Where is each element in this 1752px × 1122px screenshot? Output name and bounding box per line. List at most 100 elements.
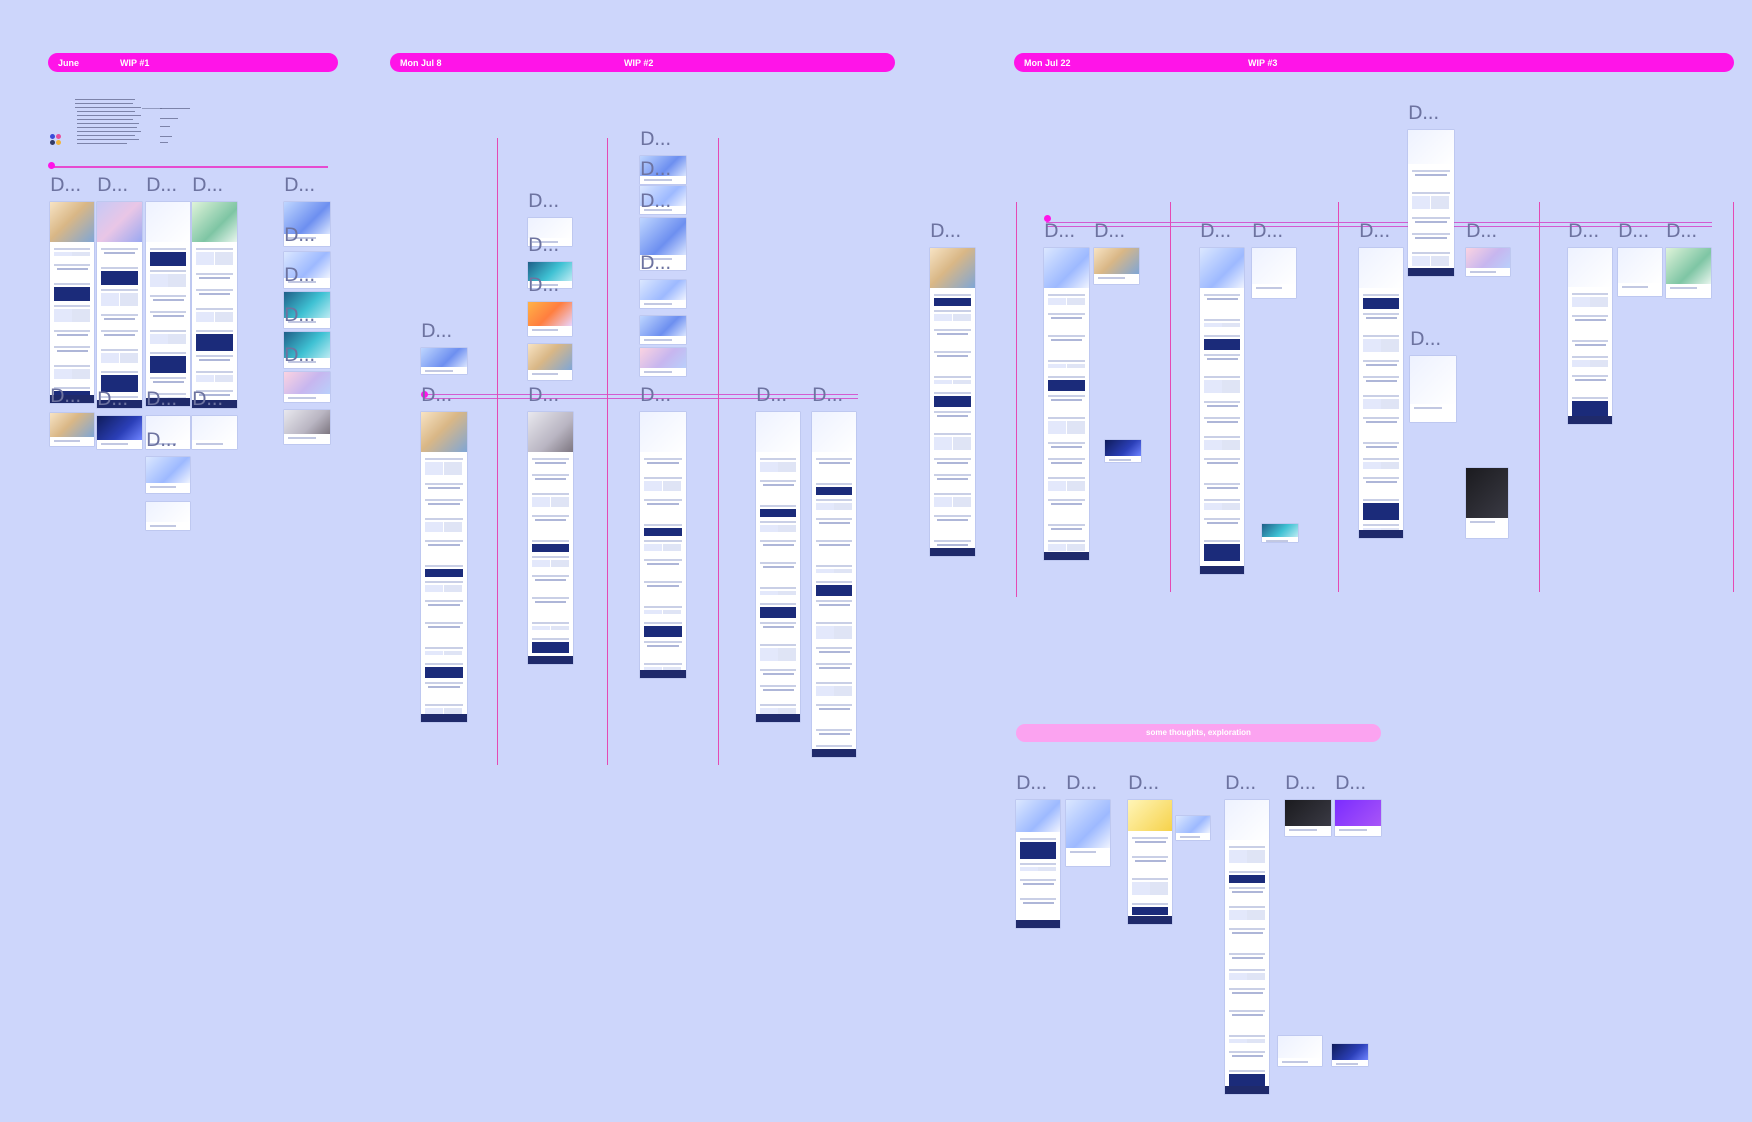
frame-label[interactable]: D... [284,224,315,246]
design-frame[interactable] [640,348,686,376]
design-frame[interactable] [1200,248,1244,574]
design-frame[interactable] [192,202,237,408]
design-frame[interactable] [1466,468,1508,538]
section-bar-jul-22[interactable]: Mon Jul 22 WIP #3 [1014,53,1734,72]
frame-label[interactable]: D... [50,174,81,196]
notes-block[interactable] [50,98,197,148]
frame-label[interactable]: D... [146,429,177,451]
frame-label[interactable]: D... [284,304,315,326]
design-frame[interactable] [812,412,856,757]
design-frame[interactable] [146,502,190,530]
design-frame[interactable] [97,202,142,408]
design-frame[interactable] [1618,248,1662,296]
design-frame[interactable] [1335,800,1381,836]
design-frame[interactable] [1466,248,1510,276]
design-frame[interactable] [640,218,686,270]
frame-label[interactable]: D... [1200,220,1231,242]
section-bar-jul-8[interactable]: Mon Jul 8 WIP #2 [390,53,895,72]
design-frame[interactable] [146,416,190,449]
frame-label[interactable]: D... [284,344,315,366]
design-frame[interactable] [284,332,330,368]
frame-label[interactable]: D... [1410,328,1441,350]
design-frame[interactable] [640,412,686,678]
frame-label[interactable]: D... [1618,220,1649,242]
frame-label[interactable]: D... [640,128,671,150]
frame-label[interactable]: D... [528,234,559,256]
section-bar-june[interactable]: June WIP #1 [48,53,338,72]
frame-label[interactable]: D... [640,190,671,212]
design-frame[interactable] [528,344,572,380]
design-frame[interactable] [640,316,686,344]
frame-label[interactable]: D... [930,220,961,242]
frame-label[interactable]: D... [528,274,559,296]
frame-label[interactable]: D... [421,384,452,406]
frame-label[interactable]: D... [1128,772,1159,794]
frame-label[interactable]: D... [640,252,671,274]
design-frame[interactable] [1225,800,1269,1094]
frame-label[interactable]: D... [192,174,223,196]
design-frame[interactable] [640,280,686,308]
frame-label[interactable]: D... [421,320,452,342]
design-frame[interactable] [284,372,330,402]
design-frame[interactable] [1044,248,1089,560]
frame-label[interactable]: D... [1252,220,1283,242]
frame-label[interactable]: D... [1066,772,1097,794]
design-frame[interactable] [192,416,237,449]
design-frame[interactable] [284,202,330,246]
frame-label[interactable]: D... [812,384,843,406]
design-frame[interactable] [528,218,572,246]
frame-label[interactable]: D... [1094,220,1125,242]
design-frame[interactable] [284,252,330,288]
design-frame[interactable] [1285,800,1331,836]
design-frame[interactable] [640,186,686,214]
design-frame[interactable] [1410,356,1456,422]
frame-label[interactable]: D... [1335,772,1366,794]
frame-label[interactable]: D... [97,388,128,410]
frame-label[interactable]: D... [1225,772,1256,794]
frame-label[interactable]: D... [1466,220,1497,242]
design-frame[interactable] [1278,1036,1322,1066]
frame-label[interactable]: D... [1568,220,1599,242]
frame-label[interactable]: D... [97,174,128,196]
design-frame[interactable] [50,202,94,403]
design-frame[interactable] [146,202,190,406]
design-frame[interactable] [640,156,686,184]
design-frame[interactable] [50,413,94,446]
frame-label[interactable]: D... [1016,772,1047,794]
thoughts-bar[interactable]: some thoughts, exploration [1016,724,1381,742]
design-frame[interactable] [1666,248,1711,298]
frame-label[interactable]: D... [1666,220,1697,242]
design-frame[interactable] [1408,130,1454,276]
frame-label[interactable]: D... [1359,220,1390,242]
frame-label[interactable]: D... [146,174,177,196]
design-frame[interactable] [1094,248,1139,284]
design-frame[interactable] [528,262,572,288]
design-frame[interactable] [1105,440,1141,462]
frame-label[interactable]: D... [1044,220,1075,242]
design-frame[interactable] [1262,524,1298,542]
design-frame[interactable] [284,410,330,444]
frame-label[interactable]: D... [528,384,559,406]
frame-label[interactable]: D... [640,384,671,406]
design-frame[interactable] [284,292,330,328]
design-frame[interactable] [1568,248,1612,424]
design-frame[interactable] [1128,800,1172,924]
design-frame[interactable] [1359,248,1403,538]
design-frame[interactable] [1176,816,1210,840]
frame-label[interactable]: D... [146,388,177,410]
frame-label[interactable]: D... [50,385,81,407]
design-frame[interactable] [1066,800,1110,866]
design-frame[interactable] [1252,248,1296,298]
frame-label[interactable]: D... [756,384,787,406]
design-frame[interactable] [756,412,800,722]
frame-label[interactable]: D... [1408,102,1439,124]
frame-label[interactable]: D... [528,190,559,212]
design-frame[interactable] [421,412,467,722]
frame-label[interactable]: D... [640,158,671,180]
design-frame[interactable] [528,302,572,336]
frame-label[interactable]: D... [284,174,315,196]
design-frame[interactable] [97,416,142,449]
design-frame[interactable] [421,348,467,374]
design-frame[interactable] [930,248,975,556]
